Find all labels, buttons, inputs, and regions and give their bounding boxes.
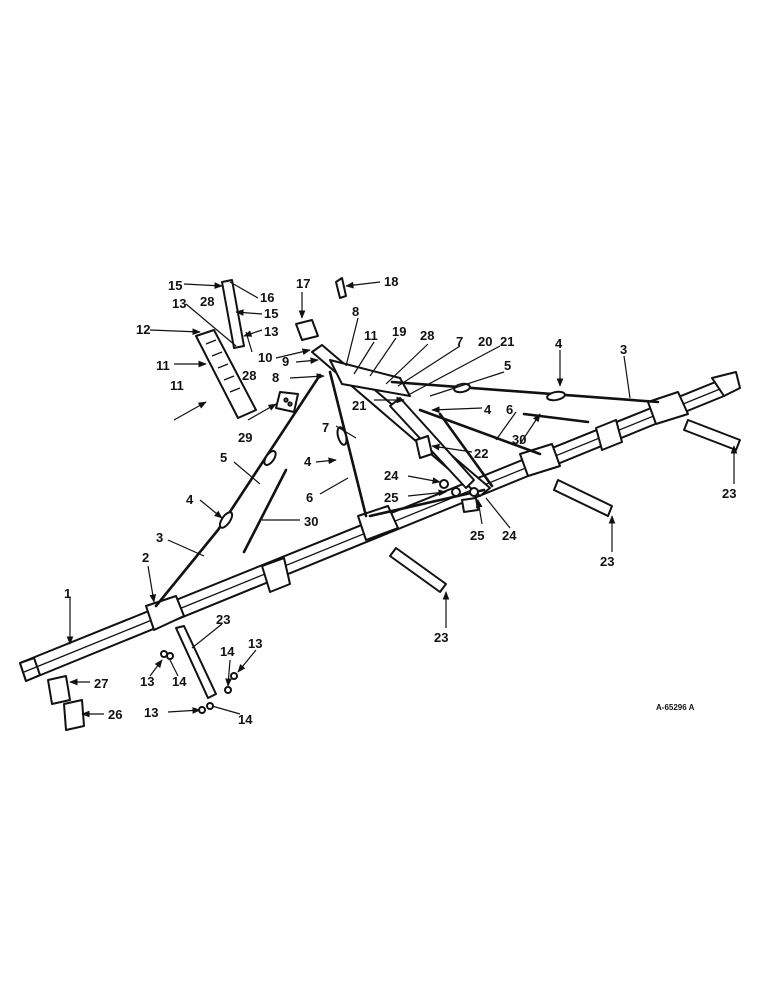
spacer-tube-23-lower xyxy=(389,547,447,593)
callout-21-top: 21 xyxy=(500,334,514,349)
callout-14-b: 14 xyxy=(220,644,235,659)
callout-7-right: 7 xyxy=(456,334,463,349)
callout-25-left: 25 xyxy=(384,490,398,505)
callout-24-left: 24 xyxy=(384,468,399,483)
callout-8-top: 8 xyxy=(352,304,359,319)
callout-14-a: 14 xyxy=(172,674,187,689)
turnbuckle-4-right xyxy=(546,390,566,402)
callout-13-top-a: 13 xyxy=(172,296,186,311)
callout-13-bottom-a: 13 xyxy=(140,674,154,689)
callout-6-left: 6 xyxy=(306,490,313,505)
turnbuckle-5-left xyxy=(263,450,277,466)
callout-14-c: 14 xyxy=(238,712,253,727)
callout-13-top-b: 13 xyxy=(264,324,278,339)
callout-8-left: 8 xyxy=(272,370,279,385)
callout-5-right: 5 xyxy=(504,358,511,373)
rod-center-lower xyxy=(368,488,486,518)
turnbuckle-5-right xyxy=(453,382,471,394)
rod-3-right xyxy=(390,380,660,404)
center-bolt-cluster xyxy=(439,479,479,513)
turnbuckle-4-left xyxy=(218,511,234,529)
plate-29 xyxy=(275,391,299,413)
callout-28-top-b: 28 xyxy=(242,368,256,383)
callout-12: 12 xyxy=(136,322,150,337)
callout-26: 26 xyxy=(108,707,122,722)
callout-20: 20 xyxy=(478,334,492,349)
leader-lines xyxy=(66,281,738,718)
figure-reference: A-65296 A xyxy=(656,703,695,712)
callout-23-left: 23 xyxy=(216,612,230,627)
front-clamp-bracket-26 xyxy=(63,699,85,731)
callout-9: 9 xyxy=(282,354,289,369)
part-22-plate xyxy=(415,435,433,459)
callout-23-mid: 23 xyxy=(600,554,614,569)
callout-27: 27 xyxy=(94,676,108,691)
frame-bracket-mid-left xyxy=(261,557,291,593)
strap-15-16 xyxy=(221,279,245,349)
callout-4-right-a: 4 xyxy=(484,402,492,417)
callout-16: 16 xyxy=(260,290,274,305)
spacer-tube-23-left xyxy=(175,625,217,699)
callout-4-right-b: 4 xyxy=(555,336,563,351)
callout-13-bottom-c: 13 xyxy=(144,705,158,720)
callout-18: 18 xyxy=(384,274,398,289)
spacer-tube-23-right xyxy=(683,419,741,451)
callout-1: 1 xyxy=(64,586,71,601)
rod-3-left xyxy=(154,373,322,608)
callout-11-right: 11 xyxy=(364,328,378,343)
hitch-clevis-17 xyxy=(295,319,319,341)
frame-bracket-right xyxy=(595,419,623,451)
rod-30-left xyxy=(242,468,288,554)
callout-6-right: 6 xyxy=(506,402,513,417)
hitch-pin-18 xyxy=(335,277,347,299)
callout-11-left-a: 11 xyxy=(156,358,170,373)
callout-labels: 1 2 3 3 4 4 4 4 5 5 6 6 7 7 8 8 9 10 11 … xyxy=(64,274,736,727)
rod-6-right xyxy=(418,408,542,456)
callout-15-top: 15 xyxy=(168,278,182,293)
callout-29: 29 xyxy=(238,430,252,445)
callout-2: 2 xyxy=(142,550,149,565)
callout-13-bottom-b: 13 xyxy=(248,636,262,651)
callout-15-side: 15 xyxy=(264,306,278,321)
frame-bracket-mid-right xyxy=(519,443,561,477)
callout-10: 10 xyxy=(258,350,272,365)
callout-30-left: 30 xyxy=(304,514,318,529)
callout-28-right: 28 xyxy=(420,328,434,343)
callout-22: 22 xyxy=(474,446,488,461)
front-clamp-bracket-27 xyxy=(47,675,71,705)
callout-3-left: 3 xyxy=(156,530,163,545)
rod-right-brace xyxy=(438,412,494,488)
callout-17: 17 xyxy=(296,276,310,291)
mounting-bracket-12 xyxy=(195,329,257,419)
callout-4-center: 4 xyxy=(304,454,312,469)
callout-11-left-b: 11 xyxy=(170,378,184,393)
frame-bracket-front xyxy=(145,595,185,631)
callout-28-top-a: 28 xyxy=(200,294,214,309)
spacer-tube-23-mid xyxy=(553,479,613,517)
frame-bracket-rear xyxy=(647,391,689,425)
hitch-a-frame xyxy=(311,344,491,497)
callout-23-right: 23 xyxy=(722,486,736,501)
callout-7-left: 7 xyxy=(322,420,329,435)
callout-21-left: 21 xyxy=(352,398,366,413)
callout-3-right: 3 xyxy=(620,342,627,357)
callout-4-left: 4 xyxy=(186,492,194,507)
rod-30-right xyxy=(522,412,590,424)
callout-24-right: 24 xyxy=(502,528,517,543)
callout-30-right: 30 xyxy=(512,432,526,447)
callout-23-lower: 23 xyxy=(434,630,448,645)
rod-6-left xyxy=(328,370,368,518)
callout-25-right: 25 xyxy=(470,528,484,543)
callout-19: 19 xyxy=(392,324,406,339)
callout-5-left: 5 xyxy=(220,450,227,465)
frame-bracket-center xyxy=(357,505,399,541)
